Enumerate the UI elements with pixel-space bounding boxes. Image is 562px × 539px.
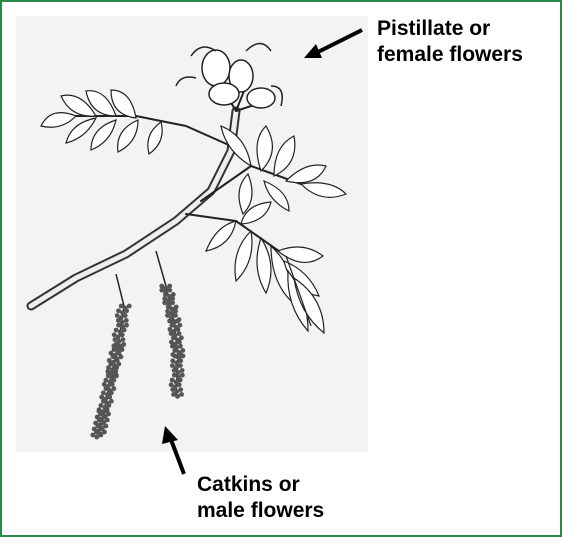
catkin-floret [170,300,175,305]
catkin-floret [179,392,184,397]
catkin-floret [110,382,115,387]
catkin-floret [109,399,114,404]
catkin-floret [177,382,182,387]
catkin-floret [112,386,117,391]
catkin-floret [122,328,127,333]
catkin-floret [127,304,132,309]
catkin-floret [167,284,172,289]
catkin-floret [111,378,116,383]
catkin-floret [178,387,183,392]
catkin-floret [107,395,112,400]
walnut-branch-illustration [16,16,368,452]
male-flowers-label: Catkins or male flowers [197,472,324,524]
catkin-floret [177,331,182,336]
catkin-floret [177,340,182,345]
male-label-line1: Catkins or [197,472,324,498]
catkin-floret [175,319,180,324]
catkin-floret [180,373,185,378]
catkin-floret [181,354,186,359]
catkin-floret [174,305,179,310]
catkin-floret [170,296,175,301]
female-flowers-label: Pistillate or female flowers [377,16,523,68]
catkin-floret [178,344,183,349]
catkin-floret [120,332,125,337]
catkin-floret [103,424,108,429]
catkin-floret [180,368,185,373]
catkin-floret [179,335,184,340]
catkin-floret [178,378,183,383]
catkin-floret [173,313,178,318]
catkin-floret [167,288,172,293]
catkin-floret [119,354,124,359]
catkin-floret [178,358,183,363]
catkin-floret [124,323,129,328]
catkin-floret [109,390,114,395]
catkin-floret [178,323,183,328]
male-label-line2: male flowers [197,498,324,524]
catkin-floret [124,308,129,313]
catkin-floret [178,363,183,368]
catkin-floret [173,309,178,314]
catkin-floret [106,403,111,408]
female-label-line1: Pistillate or [377,16,523,42]
catkin-floret [171,292,176,297]
catkin-floret [180,348,185,353]
catkin-floret [124,318,129,323]
catkin-floret [176,327,181,332]
catkin-floret [98,433,103,438]
female-label-line2: female flowers [377,42,523,68]
catkin-floret [123,313,128,318]
catkin-floret [114,374,119,379]
catkin-floret [121,337,126,342]
